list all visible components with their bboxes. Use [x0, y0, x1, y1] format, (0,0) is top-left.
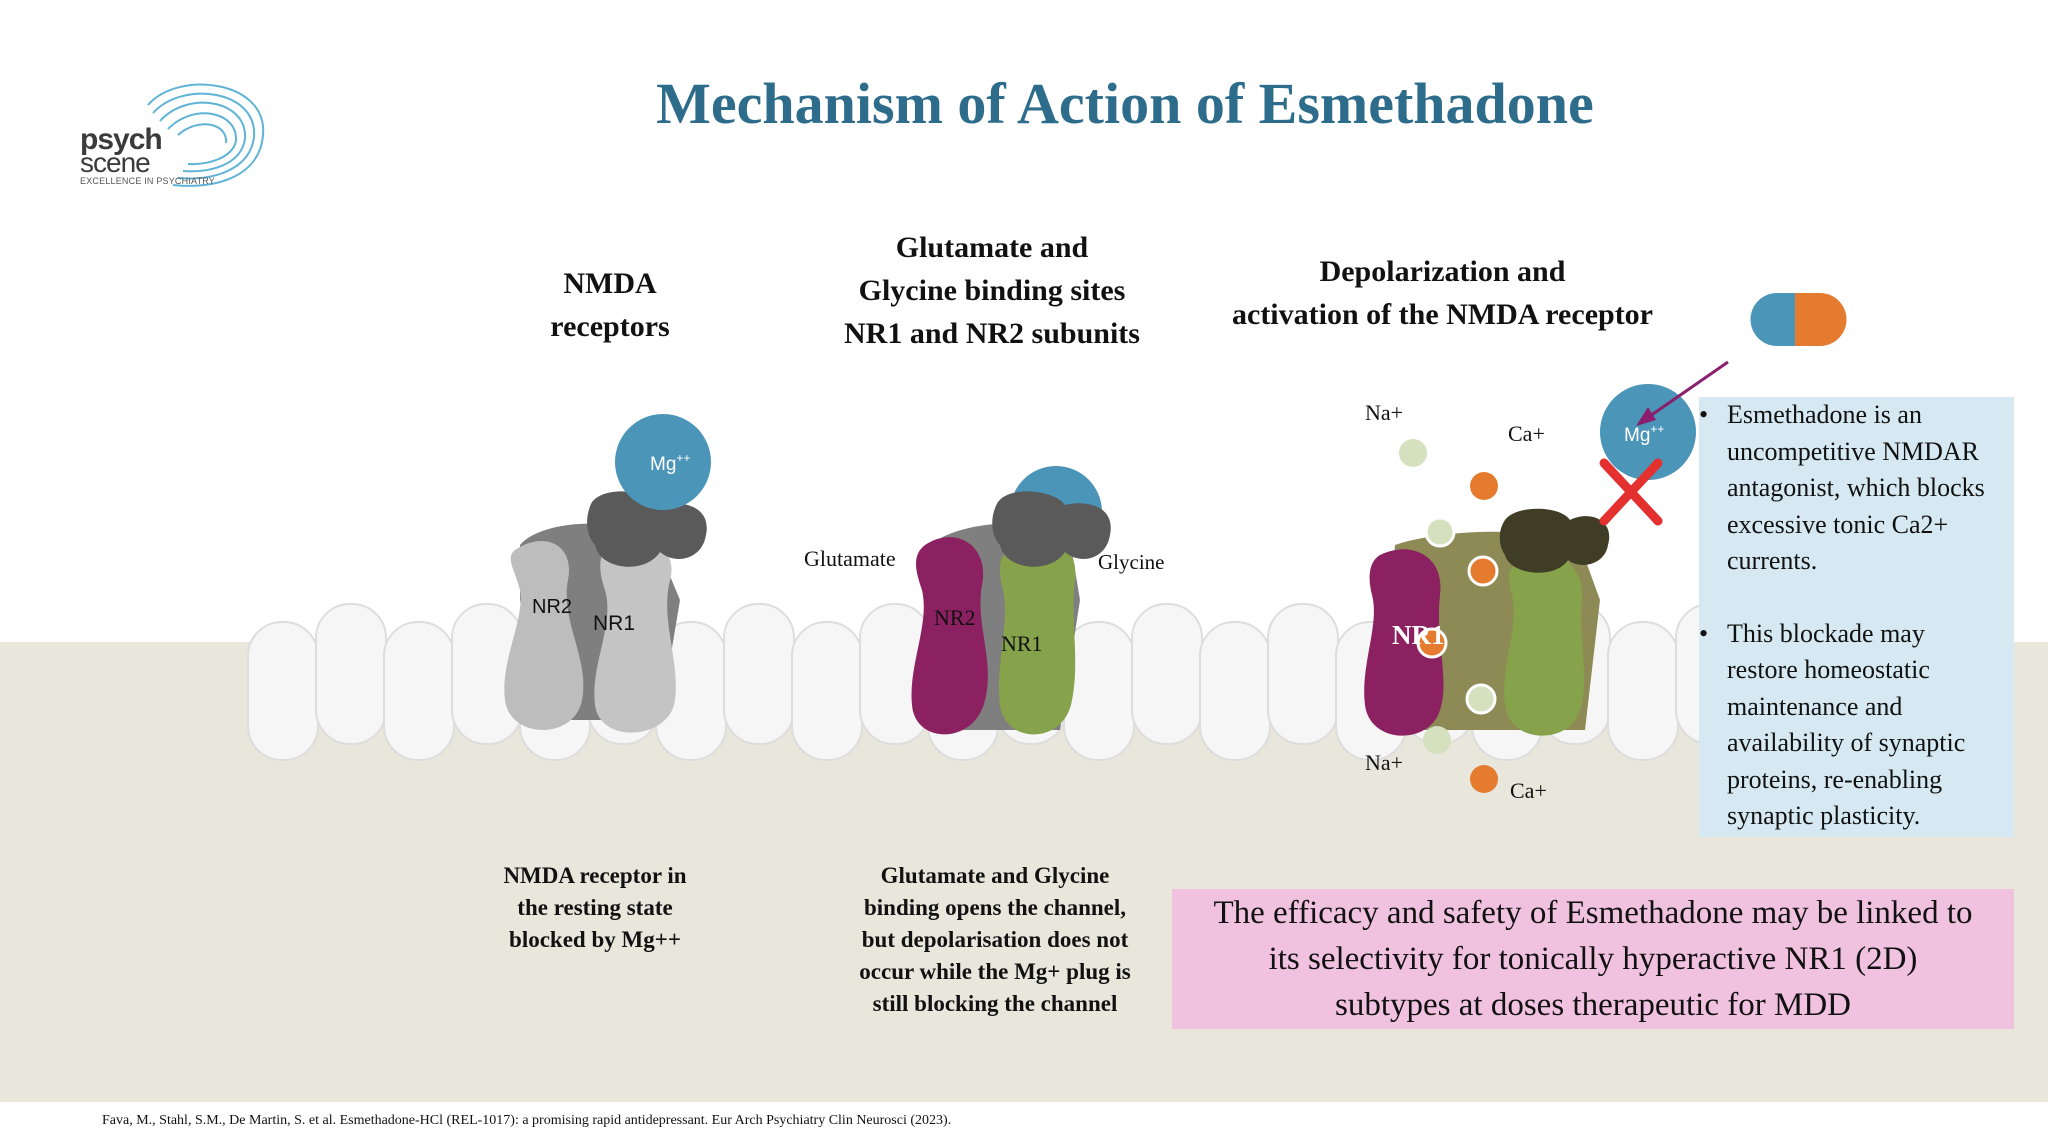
- info-line: Esmethadone is an: [1727, 400, 1922, 429]
- calcium-label-top: Ca+: [1508, 421, 1545, 446]
- nr1-label-active: NR1: [1392, 620, 1445, 650]
- panel1-caption-line: NMDA receptor in: [503, 863, 687, 888]
- panel2-caption-line: but depolarisation does not: [861, 927, 1129, 952]
- psychscene-logo: psych scene EXCELLENCE IN PSYCHIATRY: [78, 75, 278, 195]
- membrane-lipid-head: [247, 621, 319, 761]
- arrow-head-icon: [1636, 407, 1656, 426]
- mg-ion-blocked: [1600, 384, 1696, 480]
- membrane-lipid-head: [1131, 603, 1203, 745]
- panel3-heading-line: activation of the NMDA receptor: [1232, 298, 1653, 331]
- nr1-subunit-active: [1364, 549, 1444, 736]
- highlight-line: subtypes at doses therapeutic for MDD: [1335, 987, 1851, 1023]
- bullet-dot-icon: •: [1699, 618, 1709, 648]
- nr1-subunit-resting: [594, 539, 676, 733]
- sodium-label-top: Na+: [1365, 400, 1404, 425]
- sodium-label-bottom: Na+: [1365, 750, 1404, 775]
- page-title: Mechanism of Action of Esmethadone: [656, 71, 1594, 136]
- panel1-heading: NMDA receptors: [480, 262, 740, 348]
- info-line: excessive tonic Ca2+: [1727, 509, 1949, 539]
- info-box: • Esmethadone is an uncompetitive NMDAR …: [1699, 397, 2014, 837]
- nr1-label-resting: NR1: [593, 612, 636, 635]
- panel1-heading-line: NMDA: [563, 267, 657, 300]
- sodium-ion: [1399, 439, 1427, 467]
- panel1-heading-line: receptors: [550, 310, 670, 343]
- calcium-ion: [1470, 472, 1498, 500]
- calcium-ion: [1470, 765, 1498, 793]
- panel2-heading-line: Glutamate and: [895, 231, 1089, 264]
- logo-name-scene: scene: [80, 147, 151, 178]
- panel2-caption: Glutamate and Glycine binding opens the …: [835, 860, 1155, 1020]
- mg-ion: [615, 414, 711, 510]
- calcium-ion: [1416, 627, 1448, 659]
- panel2-heading-line: NR1 and NR2 subunits: [844, 317, 1140, 350]
- calcium-label-bottom: Ca+: [1510, 778, 1547, 803]
- nr2-subunit-active: [1504, 554, 1585, 736]
- binding-cap-resting: [587, 491, 707, 567]
- panel2-caption-line: still blocking the channel: [872, 991, 1118, 1016]
- panel2-heading: Glutamate and Glycine binding sites NR1 …: [800, 226, 1184, 355]
- info-line: This blockade may: [1727, 618, 1925, 648]
- info-line: synaptic plasticity.: [1727, 801, 1921, 830]
- info-line: proteins, re-enabling: [1727, 764, 1943, 794]
- mg-ion-label: Mg++: [650, 451, 690, 475]
- nr1-subunit-bound: [998, 537, 1076, 735]
- highlight-line: its selectivity for tonically hyperactiv…: [1268, 941, 1918, 977]
- block-x-icon: [1599, 458, 1663, 526]
- drug-capsule-icon: [1750, 293, 1847, 346]
- panel2-heading-line: Glycine binding sites: [858, 274, 1126, 307]
- glutamate-label: Glutamate: [804, 546, 896, 571]
- bullet-dot-icon: •: [1699, 400, 1709, 429]
- calcium-ion: [1467, 555, 1499, 587]
- arrow-line: [1639, 360, 1729, 425]
- membrane-lipid-head: [1267, 603, 1339, 745]
- sodium-ion: [1465, 683, 1497, 715]
- panel3-receptor: [1364, 293, 1847, 793]
- panel2-caption-line: occur while the Mg+ plug is: [859, 959, 1131, 984]
- sodium-ion: [1423, 726, 1451, 754]
- logo-tagline: EXCELLENCE IN PSYCHIATRY: [80, 176, 216, 186]
- info-bullet: • This blockade may restore homeostatic …: [1699, 616, 2014, 835]
- binding-cap-bound: [992, 491, 1111, 567]
- panel2-caption-line: Glutamate and Glycine: [880, 863, 1110, 888]
- info-line: restore homeostatic: [1727, 655, 1930, 684]
- binding-cap-active: [1499, 508, 1610, 573]
- nr1-label-bound: NR1: [1001, 631, 1043, 656]
- nr2-subunit-resting: [504, 541, 584, 730]
- panel2-caption-line: binding opens the channel,: [863, 895, 1127, 920]
- membrane-lipid-head: [791, 621, 863, 761]
- citation: Fava, M., Stahl, S.M., De Martin, S. et …: [102, 1113, 952, 1128]
- membrane-lipid-head: [315, 603, 387, 745]
- panel3-heading: Depolarization and activation of the NMD…: [1180, 250, 1705, 336]
- info-line: antagonist, which blocks: [1727, 473, 1985, 502]
- membrane-lipid-head: [1199, 621, 1271, 761]
- panel1-caption-line: blocked by Mg++: [509, 927, 681, 952]
- info-line: availability of synaptic: [1727, 728, 1966, 757]
- info-line: maintenance and: [1727, 691, 1903, 721]
- panel1-caption: NMDA receptor in the resting state block…: [460, 860, 730, 956]
- info-line: uncompetitive NMDAR: [1727, 436, 1980, 466]
- panel1-caption-line: the resting state: [517, 895, 673, 920]
- logo-swirl-icon: [147, 83, 265, 187]
- nr2-label-resting: NR2: [532, 596, 573, 618]
- info-line: currents.: [1727, 546, 1818, 575]
- panel2-receptor: [911, 466, 1111, 735]
- nr2-subunit-bound: [911, 537, 988, 735]
- glycine-label: Glycine: [1098, 550, 1165, 574]
- membrane-lipid-head: [383, 621, 455, 761]
- panel3-heading-line: Depolarization and: [1319, 255, 1566, 288]
- info-bullet: • Esmethadone is an uncompetitive NMDAR …: [1699, 397, 2014, 580]
- highlight-box: The efficacy and safety of Esmethadone m…: [1172, 889, 2014, 1029]
- panel1-receptor: [504, 414, 711, 733]
- mg-ion-blocked-label: Mg++: [1624, 422, 1664, 446]
- sodium-ion: [1424, 516, 1456, 548]
- nr2-label-bound: NR2: [934, 605, 976, 630]
- logo-name-psych: psych: [80, 123, 163, 156]
- highlight-line: The efficacy and safety of Esmethadone m…: [1213, 895, 1973, 931]
- membrane-lipid-head: [1607, 621, 1679, 761]
- membrane-lipid-head: [723, 603, 795, 745]
